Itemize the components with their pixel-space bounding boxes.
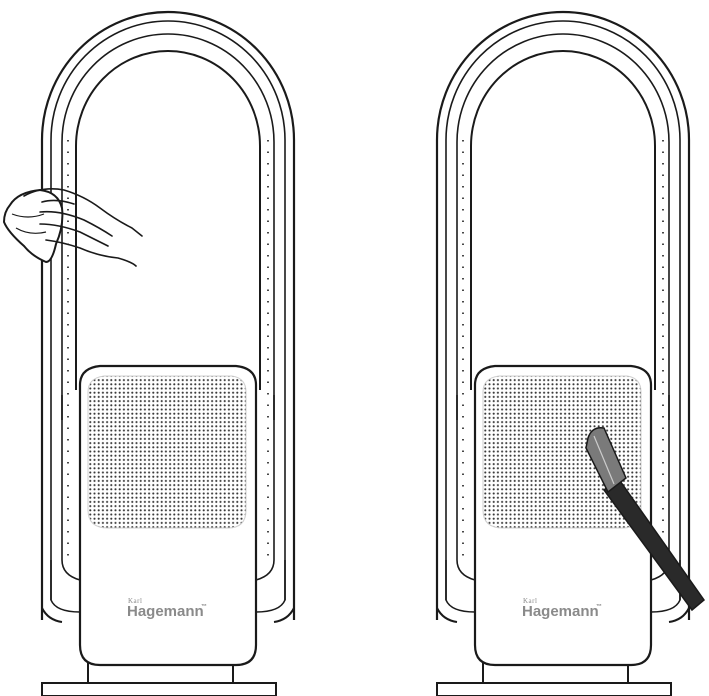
inner-arch-b: [470, 50, 656, 390]
body-wing-right: [255, 395, 275, 581]
hand: [23, 188, 143, 267]
grille: [87, 375, 247, 529]
arch-foot-right: [273, 590, 295, 623]
body-side-right: [255, 560, 286, 613]
cloth-fold: [11, 213, 47, 234]
arch-foot-left: [436, 590, 458, 623]
brush-head-highlight: [593, 435, 615, 485]
inner-arch-a: [456, 33, 670, 420]
body-wing-left: [61, 395, 81, 581]
body-side-left: [445, 560, 476, 613]
brand-small-text: Karl: [128, 597, 142, 605]
fan-right: Karl Hagemann ™: [435, 10, 691, 696]
hand-with-cloth: [2, 188, 143, 267]
brush-head: [585, 426, 627, 494]
arch-foot-left: [41, 590, 63, 623]
fan-left: Karl Hagemann ™: [2, 10, 296, 696]
brand-logo: Karl Hagemann ™: [127, 597, 207, 620]
body-side-right: [650, 560, 681, 613]
brand-name-text: Hagemann: [522, 603, 599, 620]
brand-small-text: Karl: [523, 597, 537, 605]
middle-arch: [445, 20, 681, 600]
body-side-left: [50, 560, 81, 613]
arch-foot-right: [668, 590, 690, 623]
cloth: [2, 188, 64, 264]
body-wing-left: [456, 395, 476, 581]
inner-arch-a: [61, 33, 275, 420]
inner-arch-b: [75, 50, 261, 390]
brand-trademark: ™: [201, 603, 207, 610]
vacuum-brush-nozzle: [585, 426, 706, 612]
outer-arch: [40, 10, 296, 620]
outer-arch: [435, 10, 691, 620]
middle-arch: [50, 20, 286, 600]
brand-name-text: Hagemann: [127, 603, 204, 620]
base-plate: [436, 682, 672, 696]
brand-logo: Karl Hagemann ™: [522, 597, 602, 620]
brand-trademark: ™: [596, 603, 602, 610]
base-plate: [41, 682, 277, 696]
